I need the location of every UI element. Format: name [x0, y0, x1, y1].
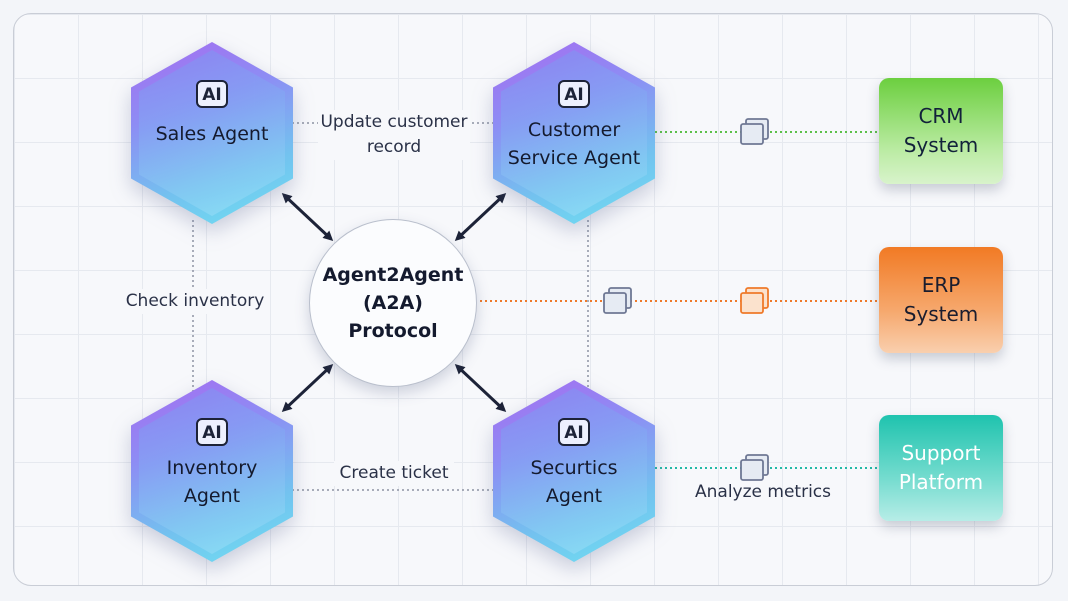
inventory-center-arrow: [281, 363, 334, 413]
update-customer-record-label: Update customer record: [318, 110, 470, 160]
create-ticket-label: Create ticket: [334, 461, 454, 486]
a2a-protocol-hub: Agent2Agent (A2A) Protocol: [309, 219, 477, 387]
support-platform-label: Support Platform: [898, 441, 984, 494]
customer-service-agent-node: AI Customer Service Agent: [493, 42, 655, 224]
support-platform-box: Support Platform: [879, 415, 1003, 521]
crm-system-label: CRM System: [903, 104, 979, 157]
erp-system-label: ERP System: [903, 273, 979, 326]
document-stack-icon: [740, 118, 769, 145]
inventory-agent-label: Inventory Agent: [166, 457, 258, 507]
document-stack-icon: [740, 287, 769, 314]
sales-center-arrow: [281, 192, 334, 242]
document-stack-icon: [603, 287, 632, 314]
sales-agent-node: AI Sales Agent: [131, 42, 293, 224]
ai-chip-icon: AI: [196, 418, 228, 446]
document-stack-icon: [740, 454, 769, 481]
ai-chip-icon: AI: [196, 80, 228, 108]
erp-system-box: ERP System: [879, 247, 1003, 353]
crm-system-box: CRM System: [879, 78, 1003, 184]
securtics-agent-node: AI Securtics Agent: [493, 380, 655, 562]
a2a-protocol-label: Agent2Agent (A2A) Protocol: [322, 264, 464, 342]
analyze-metrics-label: Analyze metrics: [695, 482, 831, 502]
securtics-center-arrow: [454, 363, 507, 413]
ai-chip-icon: AI: [558, 80, 590, 108]
customer-service-agent-label: Customer Service Agent: [507, 119, 641, 169]
securtics-agent-label: Securtics Agent: [530, 457, 618, 507]
check-inventory-label: Check inventory: [122, 289, 268, 314]
inventory-agent-node: AI Inventory Agent: [131, 380, 293, 562]
sales-agent-label: Sales Agent: [155, 123, 269, 145]
service-center-arrow: [454, 192, 507, 242]
ai-chip-icon: AI: [558, 418, 590, 446]
